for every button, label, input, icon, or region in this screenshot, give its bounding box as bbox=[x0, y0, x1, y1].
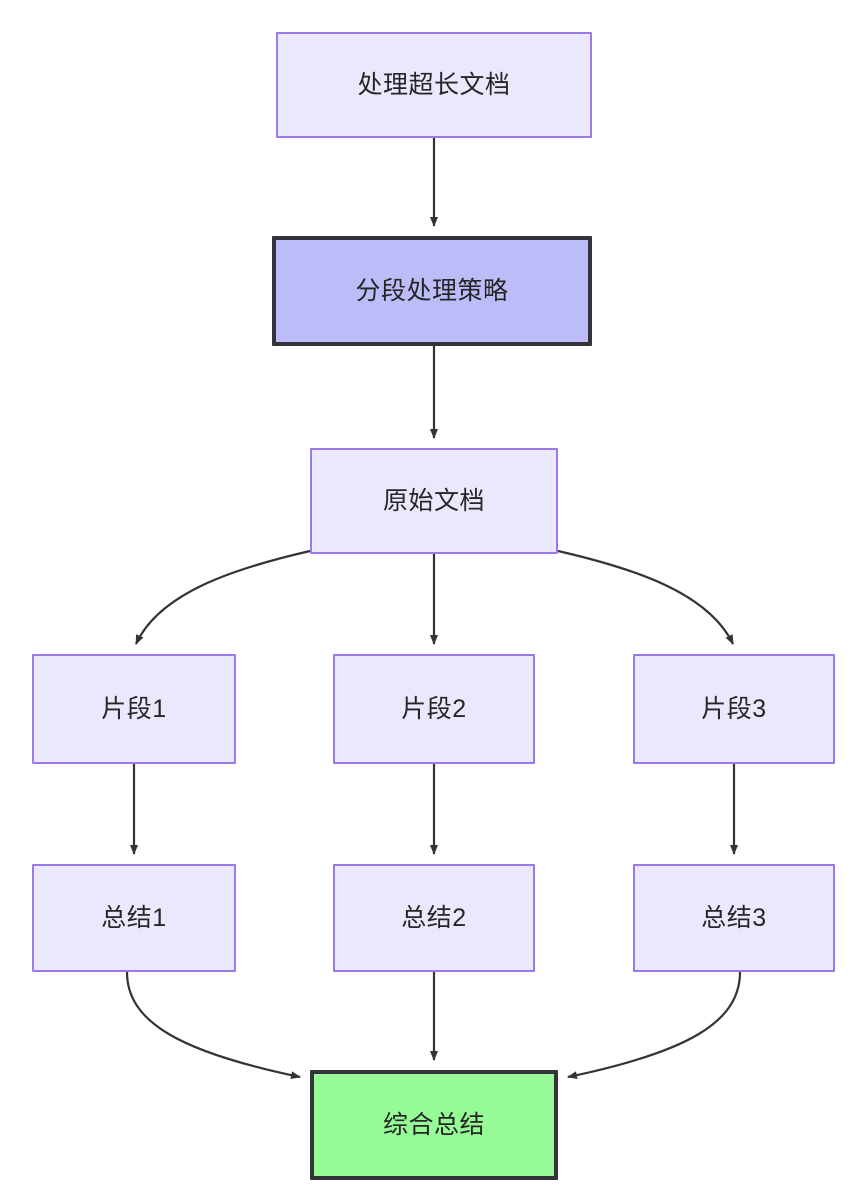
edge-n3-n4 bbox=[135, 549, 311, 645]
node-process-long-document[interactable]: 处理超长文档 bbox=[276, 32, 592, 138]
node-label: 处理超长文档 bbox=[357, 71, 511, 99]
edge-n3-n6 bbox=[557, 549, 734, 645]
node-fragment-2[interactable]: 片段2 bbox=[333, 654, 535, 764]
node-label: 分段处理策略 bbox=[355, 277, 509, 305]
edge-n7-n10 bbox=[125, 971, 301, 1080]
node-label: 总结3 bbox=[701, 904, 767, 932]
node-fragment-1[interactable]: 片段1 bbox=[32, 654, 236, 764]
node-chunking-strategy[interactable]: 分段处理策略 bbox=[272, 236, 592, 346]
node-comprehensive-summary[interactable]: 综合总结 bbox=[310, 1070, 558, 1180]
node-fragment-3[interactable]: 片段3 bbox=[633, 654, 835, 764]
node-summary-2[interactable]: 总结2 bbox=[333, 864, 535, 972]
node-label: 片段3 bbox=[701, 695, 767, 723]
node-label: 片段1 bbox=[101, 695, 167, 723]
node-label: 原始文档 bbox=[382, 487, 485, 515]
edge-n9-n10 bbox=[567, 971, 742, 1080]
node-label: 片段2 bbox=[401, 695, 467, 723]
node-summary-3[interactable]: 总结3 bbox=[633, 864, 835, 972]
node-label: 综合总结 bbox=[382, 1111, 485, 1139]
node-label: 总结1 bbox=[101, 904, 167, 932]
node-original-document[interactable]: 原始文档 bbox=[310, 448, 558, 554]
node-label: 总结2 bbox=[401, 904, 467, 932]
node-summary-1[interactable]: 总结1 bbox=[32, 864, 236, 972]
